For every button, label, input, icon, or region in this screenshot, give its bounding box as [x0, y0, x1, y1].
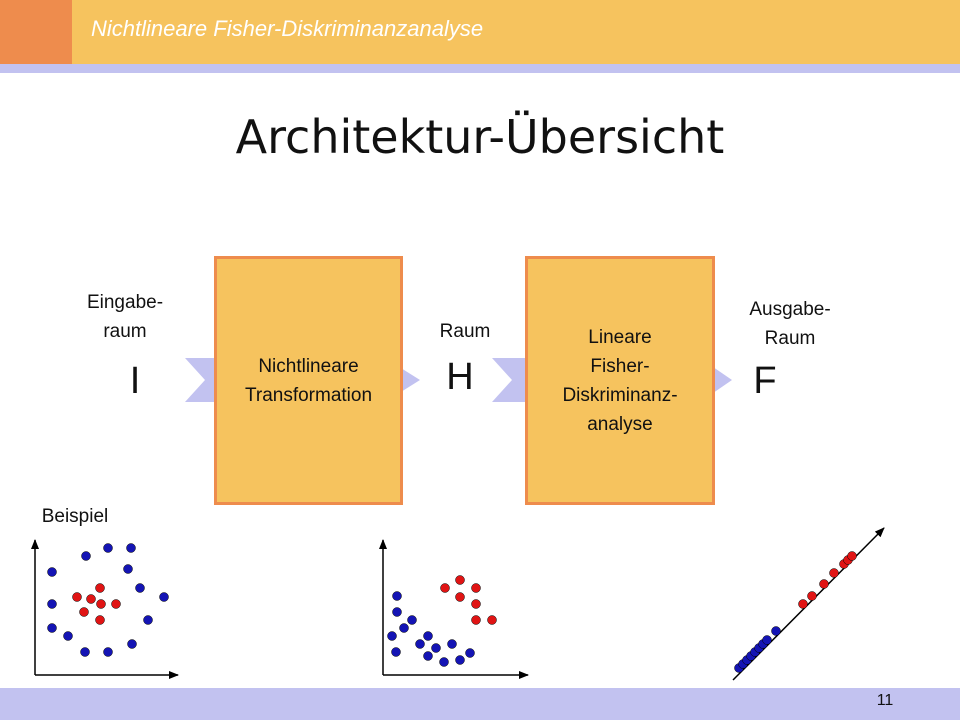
footer-bar — [0, 688, 960, 720]
header-rule — [0, 64, 960, 73]
input-space-symbol: I — [129, 360, 141, 402]
input-space-label: Eingabe- raum — [60, 288, 190, 346]
linear-fisher-box: Lineare Fisher- Diskriminanz- analyse — [525, 256, 715, 505]
linear-fisher-line3: Diskriminanz- — [562, 384, 678, 406]
example-label: Beispiel — [41, 506, 109, 527]
output-space-projection — [732, 527, 885, 681]
header-accent — [0, 0, 72, 64]
feature-space-symbol: H — [446, 356, 474, 398]
input-space-label-line1: Eingabe- — [86, 292, 164, 313]
page-number: 11 — [876, 692, 894, 709]
nonlinear-transformation-line2: Transformation — [244, 384, 373, 406]
output-space-label: Ausgabe- Raum — [720, 295, 860, 353]
linear-fisher-line4: analyse — [587, 413, 653, 435]
nonlinear-transformation-box: Nichtlineare Transformation — [214, 256, 403, 505]
linear-fisher-line2: Fisher- — [590, 355, 650, 377]
input-space-label-line2: raum — [103, 321, 147, 342]
feature-space-label: Raum — [439, 321, 491, 342]
output-space-label-line1: Ausgabe- — [749, 299, 831, 320]
linear-fisher-line1: Lineare — [588, 326, 652, 348]
output-space-symbol: F — [753, 360, 777, 402]
nonlinear-transformation-line1: Nichtlineare — [258, 355, 359, 377]
feature-space-scatter — [379, 539, 529, 679]
slide-title: Architektur-Übersicht — [235, 110, 725, 164]
header-title: Nichtlineare Fisher-Diskriminanzanalyse — [91, 16, 484, 41]
input-space-scatter — [31, 539, 179, 679]
output-space-label-line2: Raum — [764, 328, 816, 349]
header-bar — [72, 0, 960, 64]
